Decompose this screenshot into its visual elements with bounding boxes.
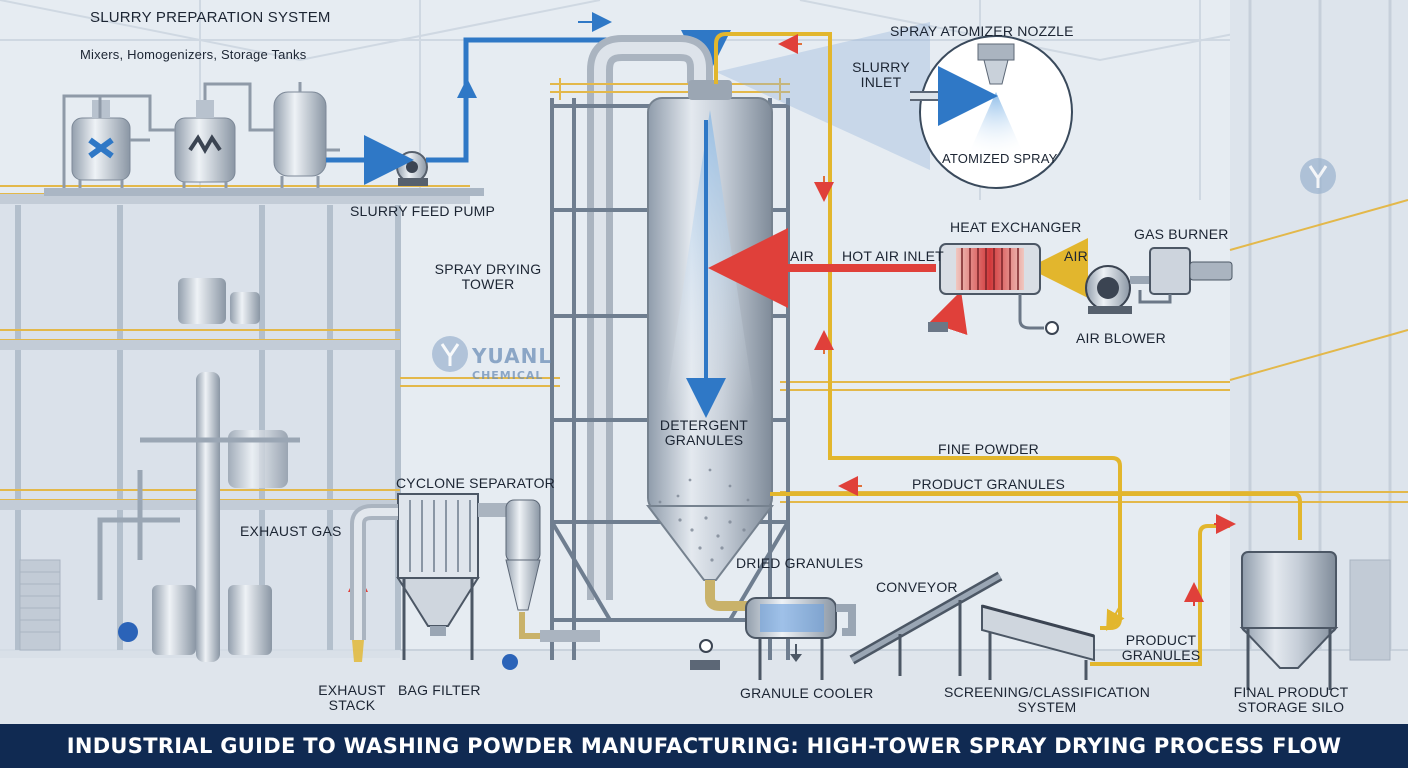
brand-subtitle: CHEMICAL — [472, 369, 544, 382]
storage-tank — [273, 91, 327, 177]
label-air-blower: AIR BLOWER — [1076, 330, 1166, 346]
label-slurry-inlet-line1: SLURRY — [852, 59, 910, 75]
title-banner: INDUSTRIAL GUIDE TO WASHING POWDER MANUF… — [0, 724, 1408, 768]
label-screening-system: SCREENING/CLASSIFICATION SYSTEM — [940, 684, 1154, 716]
brand-logo-right — [1300, 158, 1336, 194]
label-slurry-feed-pump: SLURRY FEED PUMP — [350, 203, 496, 219]
final-product-silo — [1239, 551, 1391, 690]
label-detergent-line2: GRANULES — [664, 432, 744, 449]
label-spray-atomizer-nozzle: SPRAY ATOMIZER NOZZLE — [890, 23, 1074, 39]
label-product-granules-top: PRODUCT GRANULES — [912, 476, 1066, 492]
label-exhaust-stack-line1: EXHAUST — [318, 682, 386, 698]
page-title: INDUSTRIAL GUIDE TO WASHING POWDER MANUF… — [66, 734, 1342, 758]
label-final-silo-line1: FINAL PRODUCT — [1233, 684, 1349, 700]
label-product-granules-line1: PRODUCT — [1125, 632, 1197, 648]
label-exhaust-stack: EXHAUST STACK — [314, 682, 390, 714]
label-bag-filter: BAG FILTER — [398, 682, 481, 698]
label-cyclone-separator: CYCLONE SEPARATOR — [396, 475, 555, 491]
tower-top-railing — [550, 78, 790, 100]
cyclone-separator — [478, 499, 600, 670]
label-slurry-inlet-line2: INLET — [860, 74, 902, 91]
homogenizer-tank — [174, 100, 236, 183]
label-gas-burner: GAS BURNER — [1134, 226, 1229, 242]
label-screening-line2: SYSTEM — [1017, 699, 1077, 716]
label-product-granules-line2: GRANULES — [1121, 647, 1201, 664]
label-atomized-spray: ATOMIZED SPRAY — [942, 151, 1058, 166]
brand-logo-mid — [432, 336, 468, 372]
brand-watermark: YUANL CHEMICAL — [472, 344, 552, 382]
brand-name: YUANL — [472, 344, 553, 368]
label-fine-powder: FINE POWDER — [938, 441, 1039, 457]
label-spray-drying-tower: SPRAY DRYING TOWER — [428, 261, 548, 293]
label-final-silo-line2: STORAGE SILO — [1237, 699, 1345, 716]
gas-burner — [1138, 247, 1233, 304]
label-spray-drying-line2: TOWER — [461, 276, 515, 293]
tower-base-valve — [690, 639, 720, 670]
spray-drying-tower — [645, 80, 775, 581]
label-granule-cooler: GRANULE COOLER — [740, 685, 874, 701]
mixer-tank-1 — [71, 100, 131, 181]
label-conveyor: CONVEYOR — [876, 579, 958, 595]
label-spray-drying-line1: SPRAY DRYING — [434, 261, 542, 277]
label-slurry-prep-title: SLURRY PREPARATION SYSTEM — [90, 9, 331, 26]
label-product-granules-bottom: PRODUCT GRANULES — [1116, 632, 1206, 664]
heat-exchanger — [939, 243, 1059, 335]
label-hot-air-inlet: HOT AIR INLET — [842, 248, 944, 264]
hot-air-line — [708, 228, 1088, 336]
bag-filter — [396, 493, 480, 660]
label-detergent-granules: DETERGENT GRANULES — [654, 417, 754, 449]
return-duct — [587, 35, 713, 600]
label-slurry-prep-sub: Mixers, Homogenizers, Storage Tanks — [80, 47, 307, 62]
label-screening-line1: SCREENING/CLASSIFICATION — [943, 684, 1151, 700]
label-exhaust-stack-line2: STACK — [328, 697, 376, 714]
label-slurry-inlet: SLURRY INLET — [846, 59, 916, 91]
granules-texture — [658, 468, 750, 562]
atomizer-detail — [716, 22, 1073, 189]
slurry-feed-pump — [396, 151, 428, 186]
exhaust-stack — [350, 504, 398, 662]
label-detergent-line1: DETERGENT — [659, 417, 749, 433]
label-final-product-silo: FINAL PRODUCT STORAGE SILO — [1226, 684, 1356, 716]
granule-cooler — [690, 580, 856, 680]
label-heat-exchanger: HEAT EXCHANGER — [950, 219, 1082, 235]
slurry-preparation-equipment — [44, 82, 484, 196]
label-dried-granules: DRIED GRANULES — [736, 555, 864, 571]
label-air-left: AIR — [790, 248, 814, 264]
screening-system — [981, 604, 1095, 680]
conveyor — [849, 571, 1003, 676]
left-structure — [0, 185, 1408, 662]
label-exhaust-gas: EXHAUST GAS — [240, 523, 342, 539]
label-air-right: AIR — [1064, 248, 1088, 264]
